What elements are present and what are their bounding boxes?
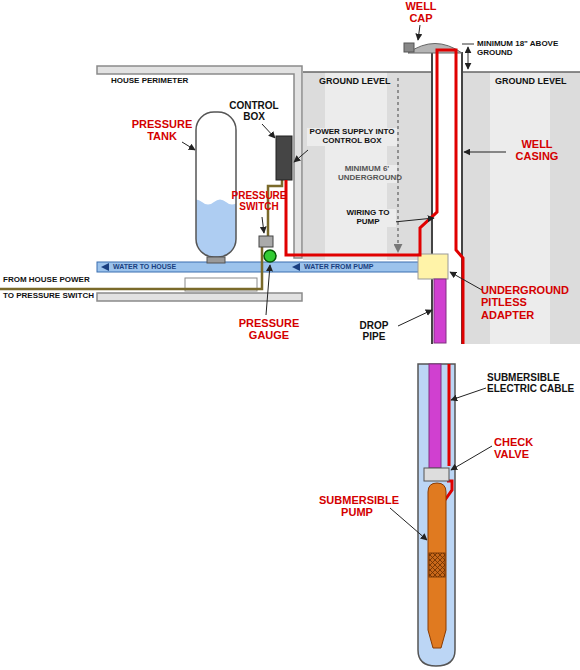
callout-label: DROP PIPE (348, 320, 400, 342)
callout-label: MINIMUM 6' UNDERGROUND (337, 165, 397, 183)
depth-dimension (397, 78, 399, 252)
callout-label: TO PRESSURE SWITCH (2, 292, 134, 301)
callout-label: MINIMUM 18" ABOVE GROUND (476, 40, 578, 58)
well-casing-lower (418, 364, 455, 666)
callout-label: SUBMERSIBLE ELECTRIC CABLE (486, 372, 578, 394)
callout-label: CHECK VALVE (493, 436, 555, 461)
callout-label: SUBMERSIBLE PUMP (318, 494, 396, 519)
callout-label: WIRING TO PUMP (340, 209, 396, 227)
pump-wiring (286, 50, 463, 344)
callout-label: PRESSURE SWITCH (228, 190, 290, 212)
callout-label: WATER FROM PUMP (303, 263, 395, 271)
height-dimension (462, 44, 474, 69)
flow-arrow (292, 263, 300, 271)
callout-label: WELL CASING (506, 138, 568, 163)
callout-label: GROUND LEVEL (494, 76, 576, 86)
callout-label: PRESSURE GAUGE (236, 317, 302, 342)
callout-label: CONTROL BOX (222, 100, 286, 122)
callout-label: FROM HOUSE POWER (2, 276, 134, 285)
water-pipe (97, 262, 423, 272)
callout-label: UNDERGROUND PITLESS ADAPTER (480, 284, 578, 321)
callout-label: HOUSE PERIMETER (110, 77, 222, 86)
control-box (276, 136, 292, 180)
callout-label: GROUND LEVEL (318, 76, 400, 86)
leader-lines (182, 25, 506, 540)
well-cap-vent (404, 43, 414, 52)
pressure-switch (259, 236, 273, 247)
pitless-adapter (418, 254, 448, 279)
flow-arrow (101, 263, 109, 271)
well-cap (408, 44, 462, 54)
callout-label: WELL CAP (392, 0, 450, 25)
drop-pipe (434, 279, 446, 343)
callout-label: PRESSURE TANK (130, 118, 194, 143)
pressure-gauge (264, 250, 276, 262)
house-power-wire (0, 247, 262, 289)
callout-label: WATER TO HOUSE (112, 263, 204, 271)
callout-label: POWER SUPPLY INTO CONTROL BOX (307, 128, 397, 146)
